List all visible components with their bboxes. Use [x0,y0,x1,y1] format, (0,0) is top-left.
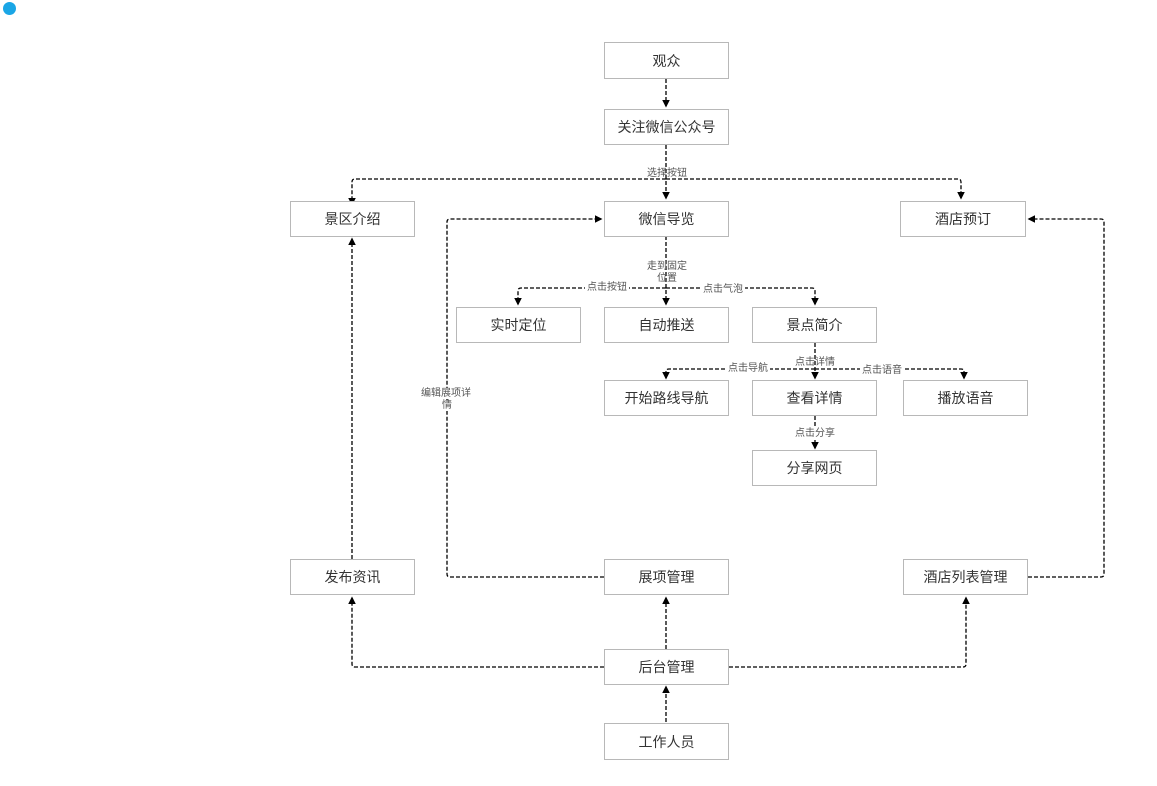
edge-spot-to-navigation [662,368,815,380]
edge-label-edit-exhibit-1: 编辑展项详 [419,388,473,399]
edge-spot-to-audio [815,368,968,380]
edge-label-click-navigation: 点击导航 [726,363,770,374]
edge-label-click-bubble: 点击气泡 [701,284,745,295]
node-play-audio[interactable]: 播放语音 [903,380,1028,416]
edge-backend-to-hotel-list [729,596,970,668]
status-indicator-dot [3,2,16,15]
node-label: 播放语音 [937,391,994,407]
node-label: 微信导览 [638,212,695,228]
node-auto-push[interactable]: 自动推送 [604,307,729,343]
node-label: 展项管理 [638,570,695,586]
edge-label-click-button: 点击按钮 [585,282,629,293]
edge-label-click-audio: 点击语音 [860,365,904,376]
edge-label-reach-fixed-position-2: 位置 [657,273,677,284]
edge-label-reach-fixed-position-1: 走到固定 [647,261,687,272]
node-publish-news[interactable]: 发布资讯 [290,559,415,595]
node-exhibit-management[interactable]: 展项管理 [604,559,729,595]
node-hotel-list-management[interactable]: 酒店列表管理 [903,559,1028,595]
edge-guide-to-spot-intro [666,287,819,306]
node-label: 实时定位 [490,318,547,334]
edge-label-click-share: 点击分享 [793,428,837,439]
node-start-navigation[interactable]: 开始路线导航 [604,380,729,416]
node-backend-management[interactable]: 后台管理 [604,649,729,685]
node-staff[interactable]: 工作人员 [604,723,729,760]
node-scenic-intro[interactable]: 景区介绍 [290,201,415,237]
node-label: 景区介绍 [324,212,381,228]
edge-label-click-details: 点击详情 [795,357,835,368]
node-audience[interactable]: 观众 [604,42,729,79]
edge-guide-to-realtime-location [514,287,666,306]
edge-backend-to-publish [348,596,604,668]
node-label: 关注微信公众号 [617,120,716,136]
node-label: 自动推送 [638,318,695,334]
edge-follow-to-hotel-booking [666,178,965,200]
node-label: 观众 [652,53,681,70]
node-spot-intro[interactable]: 景点简介 [752,307,877,343]
node-label: 分享网页 [786,461,843,477]
node-label: 景点简介 [786,318,843,334]
node-share-page[interactable]: 分享网页 [752,450,877,486]
node-view-details[interactable]: 查看详情 [752,380,877,416]
node-label: 酒店列表管理 [923,570,1008,586]
node-label: 酒店预订 [935,212,991,228]
node-label: 开始路线导航 [624,391,709,407]
edge-label-edit-exhibit-2: 情 [440,400,454,411]
edge-follow-to-scenic-intro [348,178,666,206]
node-label: 发布资讯 [324,570,381,586]
node-follow-wechat[interactable]: 关注微信公众号 [604,109,729,145]
node-hotel-booking[interactable]: 酒店预订 [900,201,1026,237]
node-label: 工作人员 [638,734,695,751]
edge-label-select-button: 选择按钮 [647,168,687,179]
node-label: 后台管理 [638,660,695,676]
node-label: 查看详情 [786,391,843,407]
node-wechat-guide[interactable]: 微信导览 [604,201,729,237]
node-realtime-location[interactable]: 实时定位 [456,307,581,343]
edge-hotel-list-to-booking [1027,215,1105,578]
